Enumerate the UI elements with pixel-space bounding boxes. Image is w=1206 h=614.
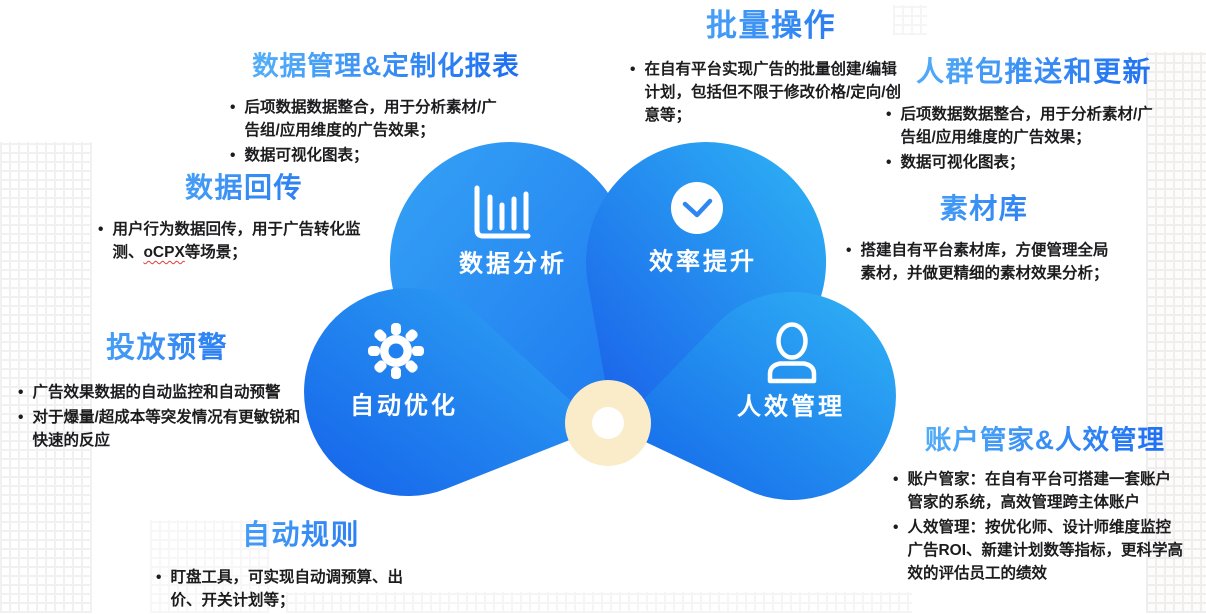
gear-icon	[367, 322, 425, 385]
bullet-item: 人效管理：按优化师、设计师维度监控广告ROI、新建计划数等指标，更科学高效的评估…	[893, 516, 1185, 585]
section-account-manager: 账户管家&人效管理 账户管家：在自有平台可搭建一套账户管家的系统，高效管理跨主体…	[893, 418, 1197, 587]
bullet-item: 用户行为数据回传，用于广告转化监测、oCPX等场景；	[98, 218, 376, 264]
bullet-list: 盯盘工具，可实现自动调预算、出价、开关计划等；	[156, 566, 428, 612]
bullet-list: 后项数据数据整合，用于分析素材/广告组/应用维度的广告效果； 数据可视化图表；	[886, 103, 1168, 174]
bullet-list: 账户管家：在自有平台可搭建一套账户管家的系统，高效管理跨主体账户 人效管理：按优…	[893, 468, 1185, 585]
bullet-item: 对于爆量/超成本等突发情况有更敏锐和快速的反应	[18, 406, 306, 452]
bullet-item: 后项数据数据整合，用于分析素材/广告组/应用维度的广告效果；	[886, 103, 1168, 149]
flower-center-dot	[592, 407, 624, 439]
check-circle-icon	[671, 182, 723, 239]
section-material-library: 素材库 搭建自有平台素材库，方便管理全局素材，并做更精细的素材效果分析；	[840, 187, 1128, 287]
section-batch-operations: 批量操作 在自有平台实现广告的批量创建/编辑计划，包括但不限于修改价格/定向/创…	[620, 0, 922, 129]
bullet-item: 在自有平台实现广告的批量创建/编辑计划，包括但不限于修改价格/定向/创意等；	[630, 58, 904, 127]
person-icon	[759, 322, 825, 391]
section-title-audience-push-update: 人群包推送和更新	[882, 50, 1186, 90]
section-delivery-alert: 投放预警 广告效果数据的自动监控和自动预警 对于爆量/超成本等突发情况有更敏锐和…	[14, 324, 320, 454]
bullet-list: 后项数据数据整合，用于分析素材/广告组/应用维度的广告效果； 数据可视化图表；	[230, 96, 502, 167]
petal-label-auto-optimize: 自动优化	[350, 392, 458, 420]
bullet-item: 盯盘工具，可实现自动调预算、出价、开关计划等；	[156, 566, 428, 612]
bullet-list: 搭建自有平台素材库，方便管理全局素材，并做更精细的素材效果分析；	[846, 239, 1110, 285]
section-title-data-management: 数据管理&定制化报表	[228, 44, 544, 83]
section-title-data-callback: 数据回传	[94, 166, 394, 206]
bullet-item: 数据可视化图表；	[230, 144, 502, 167]
bullet-item: 账户管家：在自有平台可搭建一套账户管家的系统，高效管理跨主体账户	[893, 468, 1185, 514]
section-audience-push-update: 人群包推送和更新 后项数据数据整合，用于分析素材/广告组/应用维度的广告效果； …	[882, 50, 1186, 176]
petal-label-data-analysis: 数据分析	[459, 250, 567, 278]
section-title-auto-rules: 自动规则	[148, 513, 454, 553]
section-title-material-library: 素材库	[840, 187, 1128, 227]
petal-label-efficiency-boost: 效率提升	[649, 248, 757, 276]
bullet-list: 在自有平台实现广告的批量创建/编辑计划，包括但不限于修改价格/定向/创意等；	[630, 58, 904, 127]
bullet-item: 数据可视化图表；	[886, 151, 1168, 174]
bullet-list: 广告效果数据的自动监控和自动预警 对于爆量/超成本等突发情况有更敏锐和快速的反应	[18, 381, 306, 452]
section-auto-rules: 自动规则 盯盘工具，可实现自动调预算、出价、开关计划等；	[148, 513, 454, 614]
section-data-callback: 数据回传 用户行为数据回传，用于广告转化监测、oCPX等场景；	[94, 166, 394, 266]
section-title-account-manager: 账户管家&人效管理	[893, 418, 1197, 457]
bar-chart-icon	[470, 184, 532, 247]
bullet-item: 后项数据数据整合，用于分析素材/广告组/应用维度的广告效果；	[230, 96, 502, 142]
bullet-list: 用户行为数据回传，用于广告转化监测、oCPX等场景；	[98, 218, 376, 264]
ocpx-term: oCPX	[143, 244, 185, 261]
section-title-delivery-alert: 投放预警	[14, 324, 320, 366]
section-title-batch-operations: 批量操作	[620, 0, 922, 45]
bullet-item: 搭建自有平台素材库，方便管理全局素材，并做更精细的素材效果分析；	[846, 239, 1110, 285]
bullet-item: 广告效果数据的自动监控和自动预警	[18, 381, 306, 404]
petal-label-staff-efficiency: 人效管理	[737, 393, 845, 421]
section-data-management: 数据管理&定制化报表 后项数据数据整合，用于分析素材/广告组/应用维度的广告效果…	[228, 44, 544, 169]
